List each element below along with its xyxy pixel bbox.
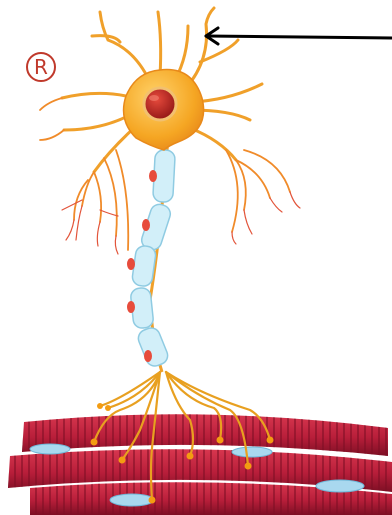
muscle-fibers (8, 414, 392, 515)
structure-label: R (26, 52, 56, 82)
nucleus (144, 88, 176, 120)
muscle-nucleus (232, 447, 272, 457)
nucleolus-highlight (149, 95, 159, 101)
muscle-nucleus (30, 444, 70, 454)
muscle-nucleus (110, 494, 154, 506)
pointer-arrow (206, 28, 392, 44)
muscle-nucleus (316, 480, 364, 492)
myelin-sheath (130, 150, 175, 369)
